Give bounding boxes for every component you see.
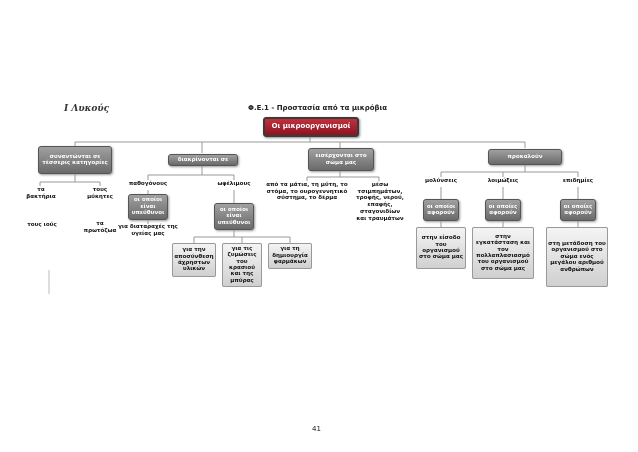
- chapter-label: Ι Λυκούς: [64, 104, 110, 114]
- epidemics-label: επιδημίες: [562, 178, 594, 184]
- enter-node: εισέρχονται στο σώμα μας: [308, 148, 374, 171]
- diseases-detail: στην εγκατάσταση και τον πολλαπλασιασμό …: [472, 227, 534, 279]
- item-bacteria: τα βακτήρια: [26, 187, 56, 200]
- diseases-link-node: οι οποίες αφορούν: [485, 199, 521, 221]
- categories-node: συναντώνται σε τέσσερις κατηγορίες: [38, 146, 112, 174]
- entry-means: μέσω τσιμπημάτων, τροφής, νερού, επαφής,…: [356, 182, 404, 222]
- epidemics-link-node: οι οποίες αφορούν: [560, 199, 596, 221]
- item-protozoa: τα πρωτόζωα: [83, 221, 117, 234]
- distinguish-node: διακρίνονται σε: [168, 154, 238, 166]
- result-medicine: για τη δημιουργία φαρμάκων: [268, 243, 312, 269]
- beneficial-link-node: οι οποίοι είναι υπεύθυνοι: [214, 203, 254, 230]
- item-fungi: τους μύκητες: [87, 187, 113, 200]
- page-number: 41: [312, 425, 321, 433]
- item-viruses: τους ιούς: [27, 222, 57, 228]
- epidemics-detail: στη μετάδοση του οργανισμού στο σώμα ενό…: [546, 227, 608, 287]
- infections-detail: στην είσοδο του οργανισμού στο σώμα μας: [416, 227, 466, 269]
- root-node: Οι μικροοργανισμοί: [263, 117, 359, 137]
- infections-label: μολύνσεις: [424, 178, 458, 184]
- beneficial-label: ωφέλιμους: [217, 181, 251, 187]
- page-title: Φ.Ε.1 - Προστασία από τα μικρόβια: [248, 104, 388, 112]
- result-fermentation: για τις ζυμώσεις του κρασιού και της μπύ…: [222, 243, 262, 287]
- pathogenic-link-node: οι οποίοι είναι υπεύθυνοι: [128, 194, 168, 220]
- entry-routes: από τα μάτια, τη μύτη, το στόμα, το ουρο…: [266, 182, 348, 202]
- result-decomposition: για την αποσύνθεση άχρηστων υλικών: [172, 243, 216, 277]
- pathogenic-result: για διαταραχές της υγείας μας: [118, 224, 178, 237]
- infections-link-node: οι οποίοι αφορούν: [423, 199, 459, 221]
- cause-node: προκαλούν: [488, 149, 562, 165]
- pathogenic-label: παθογόνους: [128, 181, 168, 187]
- diseases-label: λοιμώξεις: [487, 178, 519, 184]
